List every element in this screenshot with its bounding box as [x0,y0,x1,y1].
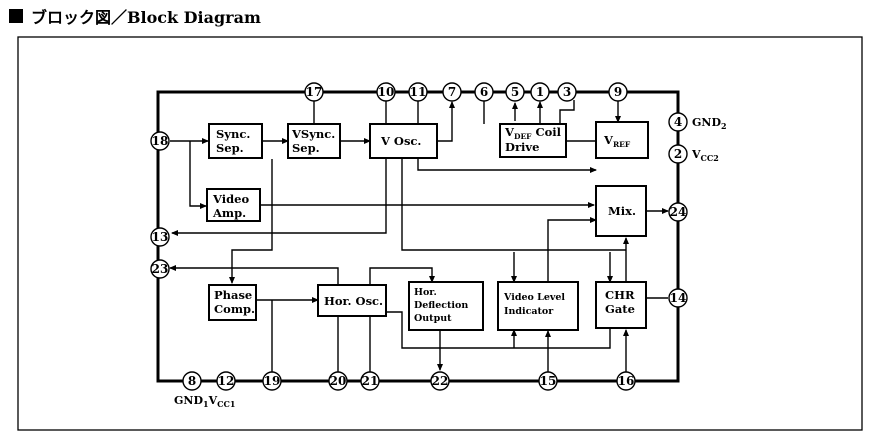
pin-16-label: 16 [618,374,635,388]
video-amp-label-1: Video [212,192,249,206]
pin-12-label: 12 [218,374,235,388]
pin-10-label: 10 [378,85,395,99]
pin-23-label: 23 [152,262,169,276]
sync-sep-label-2: Sep. [216,141,244,155]
pin-10 [376,82,396,102]
diagram-heading: ブロック図／Block Diagram [9,4,261,28]
pin-7-label: 7 [448,85,456,99]
hor-osc-block [317,284,387,317]
chr-gate-label-1: CHR [605,288,635,302]
pin-22-label: 22 [432,374,449,388]
chr-gate-label-2: Gate [605,302,635,316]
pin-6-label: 6 [480,85,488,99]
v-osc-block [369,123,438,159]
gnd2-label: GND2 [692,116,727,131]
vref-block [595,121,649,159]
pin-17 [304,82,324,102]
vsync-sep-label-1: VSync. [291,127,335,141]
pin-3-label: 3 [563,85,571,99]
hor-osc-label: Hor. Osc. [324,294,383,308]
chr-gate-block [595,281,647,329]
pin-8 [182,371,202,391]
phase-comp-block [208,284,257,321]
pin-14-label: 14 [670,291,687,305]
pin-13 [150,227,170,247]
vcc2-label: VCC2 [691,148,719,163]
pin-3 [557,82,577,102]
black-square-icon [9,9,23,23]
pin-2 [668,144,688,164]
pin-4 [668,112,688,132]
pin-9 [608,82,628,102]
pin-21-label: 21 [362,374,379,388]
phase-comp-label-1: Phase [214,288,252,302]
pin-19 [262,371,282,391]
pin-14 [668,288,688,308]
video-amp-block [206,188,261,222]
mix-block [595,185,647,237]
vref-label: VREF [603,133,631,149]
sync-sep-label-1: Sync. [216,127,250,141]
pin-20 [328,371,348,391]
pin-6 [474,82,494,102]
vdef-coil-drive-block [499,123,567,158]
pin-5 [505,82,525,102]
phase-comp-label-2: Comp. [214,302,255,316]
pin-1 [530,82,550,102]
pin-9-label: 9 [614,85,622,99]
sync-sep-block [208,123,263,159]
pin-24 [668,202,688,222]
drive-label: Drive [505,140,539,154]
vsync-sep-label-2: Sep. [292,141,320,155]
video-level-label-1: Video Level [503,292,565,303]
hor-defl-label-2: Deflection [414,300,468,311]
pin-20-label: 20 [330,374,347,388]
heading-title: ブロック図／Block Diagram [31,8,261,27]
v-osc-label: V Osc. [380,134,421,148]
pin-19-label: 19 [264,374,281,388]
video-amp-label-2: Amp. [212,206,246,220]
pin-2-label: 2 [674,147,682,161]
pin-23 [150,259,170,279]
hor-defl-label-3: Output [414,313,452,324]
pin-22 [430,371,450,391]
gnd1-vcc1-label: GND1VCC1 [174,394,235,409]
pin-1-label: 1 [536,85,544,99]
hor-deflection-output-block [408,281,484,331]
pin-21 [360,371,380,391]
pin-11-label: 11 [410,85,427,99]
pin-18-label: 18 [152,134,169,148]
signal-lines [169,100,669,372]
pin-5-label: 5 [511,85,519,99]
pin-12 [216,371,236,391]
video-level-indicator-block [497,281,579,331]
block-labels: Sync. Sep. VSync. Sep. V Osc. VDEF Coil … [212,125,636,324]
pin-24-label: 24 [670,205,687,219]
hor-defl-label-1: Hor. [414,287,437,298]
pin-7 [442,82,462,102]
pin-15-label: 15 [540,374,557,388]
vsync-sep-block [287,123,341,159]
pin-13-label: 13 [152,230,169,244]
outer-frame [17,36,863,431]
pin-4-label: 4 [674,115,682,129]
pin-18 [150,131,170,151]
video-level-label-2: Indicator [504,306,554,317]
pin-16 [616,371,636,391]
vdef-coil-label: VDEF Coil [504,125,562,141]
pin-11 [408,82,428,102]
mix-label: Mix. [608,204,636,218]
pin-17-label: 17 [306,85,323,99]
pin-8-label: 8 [188,374,196,388]
pin-15 [538,371,558,391]
